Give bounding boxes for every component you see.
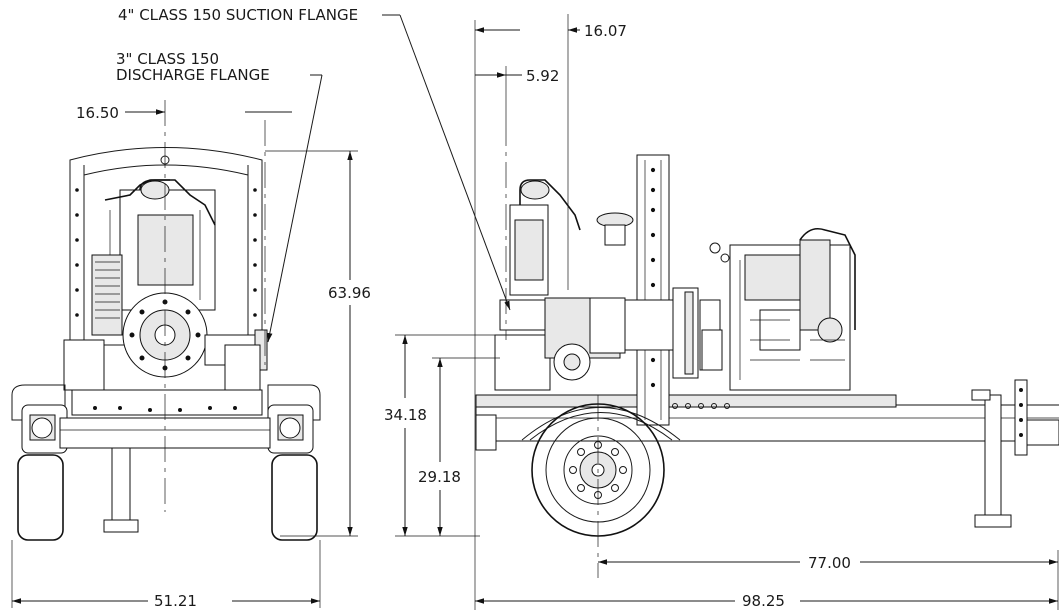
- engine-details: [709, 242, 845, 380]
- dim-front-discharge-offset: 16.50: [76, 104, 119, 122]
- discharge-flange-callout-line2: DISCHARGE FLANGE: [116, 66, 270, 84]
- dim-side-discharge-offset: 5.92: [526, 67, 559, 85]
- dim-side-discharge-height: 29.18: [418, 468, 461, 486]
- dim-front-overall-height: 63.96: [328, 284, 371, 302]
- discharge-flange-callout-line1: 3" CLASS 150: [116, 50, 219, 68]
- front-view: [11, 100, 321, 541]
- dimension-lines: [11, 14, 1059, 610]
- hitch-holes: [1019, 388, 1023, 437]
- skid-holes: [93, 406, 237, 412]
- radiator-fins: [95, 261, 120, 319]
- dim-front-overall-width: 51.21: [154, 592, 197, 610]
- dim-side-axle-to-hitch: 77.00: [808, 554, 851, 572]
- dim-side-suction-offset: 16.07: [584, 22, 627, 40]
- post-rivets: [75, 188, 257, 317]
- dim-side-suction-height: 34.18: [384, 406, 427, 424]
- dim-side-overall-length: 98.25: [742, 592, 785, 610]
- suction-flange-callout: 4" CLASS 150 SUCTION FLANGE: [118, 6, 358, 24]
- side-view: [475, 120, 1059, 578]
- frame-holes: [672, 403, 730, 409]
